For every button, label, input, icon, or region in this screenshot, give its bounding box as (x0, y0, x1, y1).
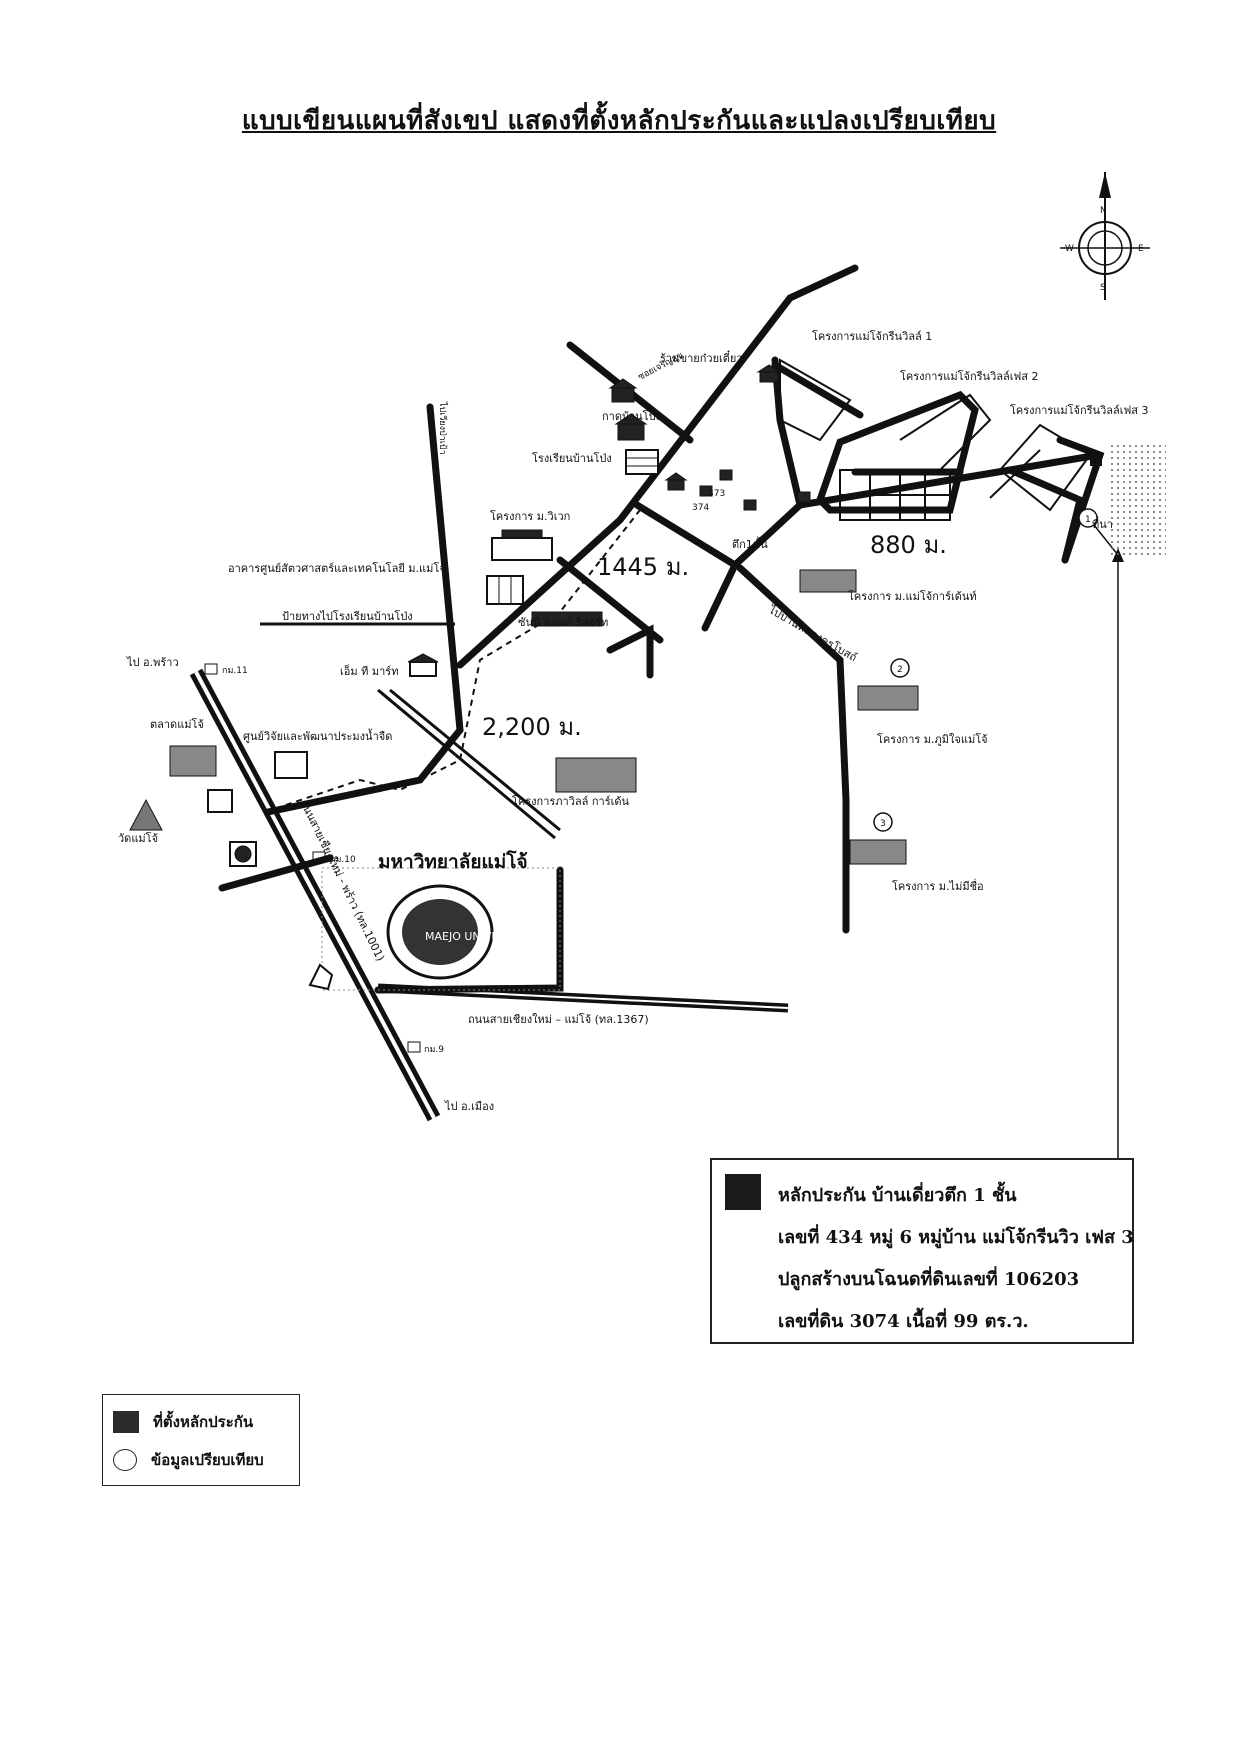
label-lot-374: 374 (692, 503, 709, 513)
page-title: แบบเขียนแผนที่สังเขป แสดงที่ตั้งหลักประก… (241, 106, 997, 136)
house-icon (491, 529, 553, 561)
km-markers: กม.11 กม.10 กม.9 (204, 663, 444, 1055)
school-icon (625, 449, 659, 475)
house-icon (555, 757, 637, 793)
legend-comparison-circle (113, 1449, 137, 1471)
label-m-mart: เอ็ม ที มาร์ท (340, 664, 398, 678)
house-icon (797, 491, 811, 503)
label-maejo-garden: โครงการ ม.แม่โจ้การ์เด้นท์ (848, 589, 977, 603)
comparison-2: 2 (897, 665, 903, 675)
collateral-line-4: เลขที่ดิน 3074 เนื้อที่ 99 ตร.ว. (778, 1311, 1029, 1332)
label-to-wiang-pa-pao: ไปเวียงป่าเป้า (437, 401, 448, 455)
comparison-1: 1 (1085, 515, 1091, 525)
university-label: มหาวิทยาลัยแม่โจ้ (378, 850, 528, 873)
temple-icon (129, 798, 163, 831)
house-icon (743, 499, 757, 511)
house-icon (407, 653, 439, 677)
label-to-phrao: ไป อ.พร้าว (126, 656, 179, 669)
compass-n: N (1100, 206, 1107, 216)
collateral-line-1: หลักประกัน บ้านเดี่ยวตึก 1 ชั้น (778, 1185, 1017, 1206)
house-icon (719, 469, 733, 481)
legend-collateral-label: ที่ตั้งหลักประกัน (153, 1413, 254, 1431)
house-icon (857, 685, 919, 711)
compass-e: E (1138, 244, 1144, 254)
house-icon (799, 569, 857, 593)
house-icon (608, 378, 638, 403)
label-rice-field: ที่นา (1092, 516, 1113, 531)
compass-icon: N S E W (1060, 172, 1150, 300)
bank-icon (207, 789, 233, 813)
road-branch-diagonal (260, 622, 561, 840)
gas-icon (308, 963, 334, 991)
label-lot-373: 373 (708, 489, 725, 499)
house-icon (169, 745, 217, 777)
km11-label: กม.11 (222, 666, 248, 676)
label-green-ville-1: โครงการแม่โจ้กรีนวิลล์ 1 (812, 329, 932, 343)
compass-s: S (1100, 283, 1106, 293)
label-mai-mee-chue: โครงการ ม.ไม่มีชื่อ (892, 878, 984, 893)
distance-880: 880 ม. (870, 531, 947, 559)
bank-icon (229, 841, 257, 867)
house-icon (756, 364, 782, 383)
legend-collateral-swatch (113, 1411, 139, 1433)
house-icon (531, 611, 603, 627)
km10-label: กม.10 (330, 855, 356, 865)
label-parkland: โครงการภาวิลล์ การ์เด้น (512, 794, 630, 808)
label-market: กาดบ้านโป่ง (602, 409, 661, 423)
collateral-marker (1090, 452, 1102, 466)
label-green-ville-3: โครงการแม่โจ้กรีนวิลล์เฟส 3 (1010, 403, 1149, 417)
pointer-line (1089, 519, 1119, 1158)
label-wat-maejo: วัดแม่โจ้ (118, 831, 158, 845)
legend-row-comparison: ข้อมูลเปรียบเทียบ (113, 1447, 264, 1473)
label-to-nong-khu: ไปบ้านหนองครูโบสถ์ (766, 602, 860, 664)
university-seal-icon: MAEJO UNIVERSITY (386, 884, 530, 980)
label-kad-maejo: ตลาดแม่โจ้ (150, 717, 204, 731)
km9-label: กม.9 (424, 1045, 444, 1055)
collateral-line-3: ปลูกสร้างบนโฉนดที่ดินเลขที่ 106203 (778, 1269, 1080, 1290)
route-dashed (264, 469, 1011, 813)
house-icon (614, 413, 648, 441)
highway-1001 (189, 668, 441, 1122)
compass-w: W (1065, 244, 1074, 254)
label-sign-school: ป้ายทางไปโรงเรียนบ้านโป่ง (282, 609, 413, 623)
rice-field-icon (1108, 445, 1166, 555)
legend: ที่ตั้งหลักประกัน ข้อมูลเปรียบเทียบ (102, 1394, 300, 1486)
label-shophouse: ตึก1ชั้น (732, 536, 768, 551)
house-icon (699, 485, 713, 497)
legend-row-collateral: ที่ตั้งหลักประกัน (113, 1409, 253, 1435)
comparison-markers: 1 2 3 (873, 508, 1098, 832)
building-icon (486, 575, 524, 605)
distance-2200: 2,200 ม. (482, 713, 582, 741)
label-viwek: โครงการ ม.วิเวก (490, 509, 570, 523)
label-highway-1367: ถนนสายเชียงใหม่ – แม่โจ้ (ทล.1367) (468, 1012, 649, 1026)
collateral-line-2: เลขที่ 434 หมู่ 6 หมู่บ้าน แม่โจ้กรีนวิว… (778, 1227, 1134, 1248)
comparison-3: 3 (880, 819, 886, 829)
label-noodle-shop: ร้านขายก๋วยเตี๋ยว (660, 349, 743, 365)
university-seal-label: MAEJO UNIVERSITY (425, 930, 530, 943)
collateral-swatch (725, 1174, 761, 1210)
label-pumjai: โครงการ ม.ภูมิใจแม่โจ้ (877, 732, 988, 746)
label-green-ville-2: โครงการแม่โจ้กรีนวิลล์เฟส 2 (900, 369, 1039, 383)
building-icon (274, 751, 308, 779)
label-to-mueang: ไป อ.เมือง (444, 1100, 494, 1113)
collateral-info-box: หลักประกัน บ้านเดี่ยวตึก 1 ชั้น เลขที่ 4… (710, 1158, 1134, 1344)
label-school: โรงเรียนบ้านโป่ง (532, 451, 612, 465)
distance-1445: 1445 ม. (597, 553, 689, 581)
village-phase-grid (779, 358, 1092, 521)
label-sunny: ซันนี่ แอนด์ รีสอร์ท (518, 614, 608, 629)
house-icon (664, 472, 688, 491)
legend-comparison-label: ข้อมูลเปรียบเทียบ (151, 1451, 264, 1469)
house-icon (849, 839, 907, 865)
label-research-center: ศูนย์วิจัยและพัฒนาประมงน้ำจืด (243, 728, 392, 743)
building-icons (129, 364, 919, 991)
label-animal-center: อาคารศูนย์สัตวศาสตร์และเทคโนโลยี ม.แม่โจ… (228, 561, 446, 575)
